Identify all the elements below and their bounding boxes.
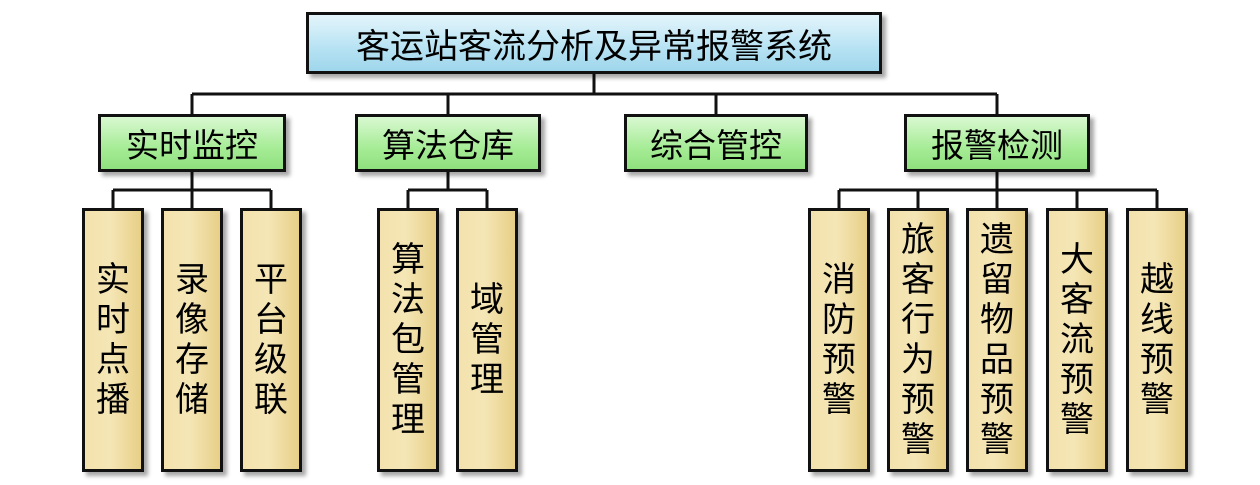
leaf-label: 域管理: [470, 280, 504, 400]
category-label: 综合管控: [650, 126, 782, 165]
category-integrated-control: 综合管控: [624, 114, 808, 172]
leaf-left-object-warning: 遗留物品预警: [966, 208, 1028, 472]
leaf-label: 实时点播: [96, 260, 130, 420]
leaf-fire-warning: 消防预警: [808, 208, 870, 472]
leaf-domain-management: 域管理: [456, 208, 518, 472]
leaf-label: 消防预警: [822, 260, 856, 420]
category-realtime-monitoring: 实时监控: [98, 114, 286, 172]
leaf-video-storage: 录像存储: [161, 208, 223, 472]
category-alarm-detection: 报警检测: [904, 114, 1090, 172]
leaf-realtime-playback: 实时点播: [82, 208, 144, 472]
category-algorithm-repository: 算法仓库: [355, 114, 541, 172]
root-node: 客运站客流分析及异常报警系统: [306, 12, 882, 74]
leaf-label: 算法包管理: [391, 240, 425, 440]
leaf-crowd-flow-warning: 大客流预警: [1046, 208, 1108, 472]
leaf-passenger-behavior-warning: 旅客行为预警: [887, 208, 949, 472]
category-label: 算法仓库: [382, 126, 514, 165]
leaf-label: 录像存储: [175, 260, 209, 420]
leaf-line-crossing-warning: 越线预警: [1126, 208, 1188, 472]
leaf-algorithm-package-management: 算法包管理: [377, 208, 439, 472]
leaf-platform-cascade: 平台级联: [240, 208, 302, 472]
leaf-label: 遗留物品预警: [980, 220, 1014, 460]
category-label: 报警检测: [931, 126, 1063, 165]
leaf-label: 大客流预警: [1060, 240, 1094, 440]
category-label: 实时监控: [126, 126, 258, 165]
leaf-label: 越线预警: [1140, 260, 1174, 420]
leaf-label: 旅客行为预警: [901, 220, 935, 460]
leaf-label: 平台级联: [254, 260, 288, 420]
root-label: 客运站客流分析及异常报警系统: [356, 26, 832, 67]
